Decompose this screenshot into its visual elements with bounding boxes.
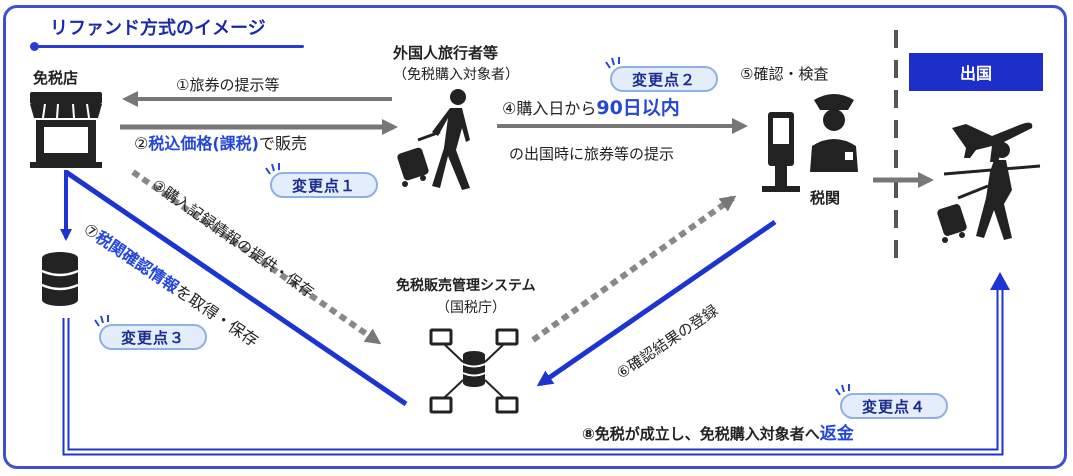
network-icon: [429, 328, 519, 414]
customs-label: 税関: [810, 189, 841, 207]
title-dot: [30, 42, 39, 51]
traveler-label: 外国人旅行者等: [393, 44, 499, 62]
flow-exit-label: ④購入日から90日以内: [502, 97, 680, 119]
departing-traveler-icon: [937, 142, 1041, 243]
refund-arrowhead: [990, 272, 1010, 290]
check-label: ⑤確認・検査: [740, 65, 829, 83]
change-point-3-badge: 変更点３: [99, 324, 207, 350]
customs-officer-icon: [810, 94, 858, 172]
flow-passport-label: ①旅券の提示等: [176, 76, 280, 94]
change-point-4-badge: 変更点４: [840, 393, 948, 419]
exit-label: 出国: [909, 53, 1043, 91]
arrow-confirmation-register: [536, 219, 777, 387]
change-point-1-badge: 変更点１: [270, 172, 378, 198]
database-icon: [41, 252, 79, 306]
flow-exit-label-2: の出国時に旅券等の提示: [509, 145, 675, 163]
title-underline: [36, 45, 304, 48]
arrow-purchase-record: [131, 169, 382, 345]
flow-refund-label: ⑧免税が成立し、免税購入対象者へ返金: [582, 424, 854, 444]
airplane-icon: [952, 122, 1033, 162]
line-customs-info: [64, 169, 408, 407]
system-label: 免税販売管理システム: [396, 278, 536, 294]
page-title: リファンド方式のイメージ: [50, 18, 266, 39]
diagram-frame: [3, 5, 1067, 469]
flow-sale-label: ②税込価格(課税)で販売: [134, 134, 307, 153]
traveler-sublabel: （免税購入対象者）: [393, 67, 519, 83]
shop-icon: [30, 92, 102, 168]
refund-route-inner: [64, 282, 1002, 454]
traveler-icon: [397, 89, 470, 190]
kiosk-icon: [762, 112, 800, 192]
change-point-2-badge: 変更点２: [610, 66, 718, 92]
shop-label: 免税店: [33, 69, 79, 87]
badge-accents: [94, 57, 850, 396]
arrow-system-to-customs: [531, 195, 737, 343]
system-sublabel: （国税庁）: [436, 300, 506, 316]
